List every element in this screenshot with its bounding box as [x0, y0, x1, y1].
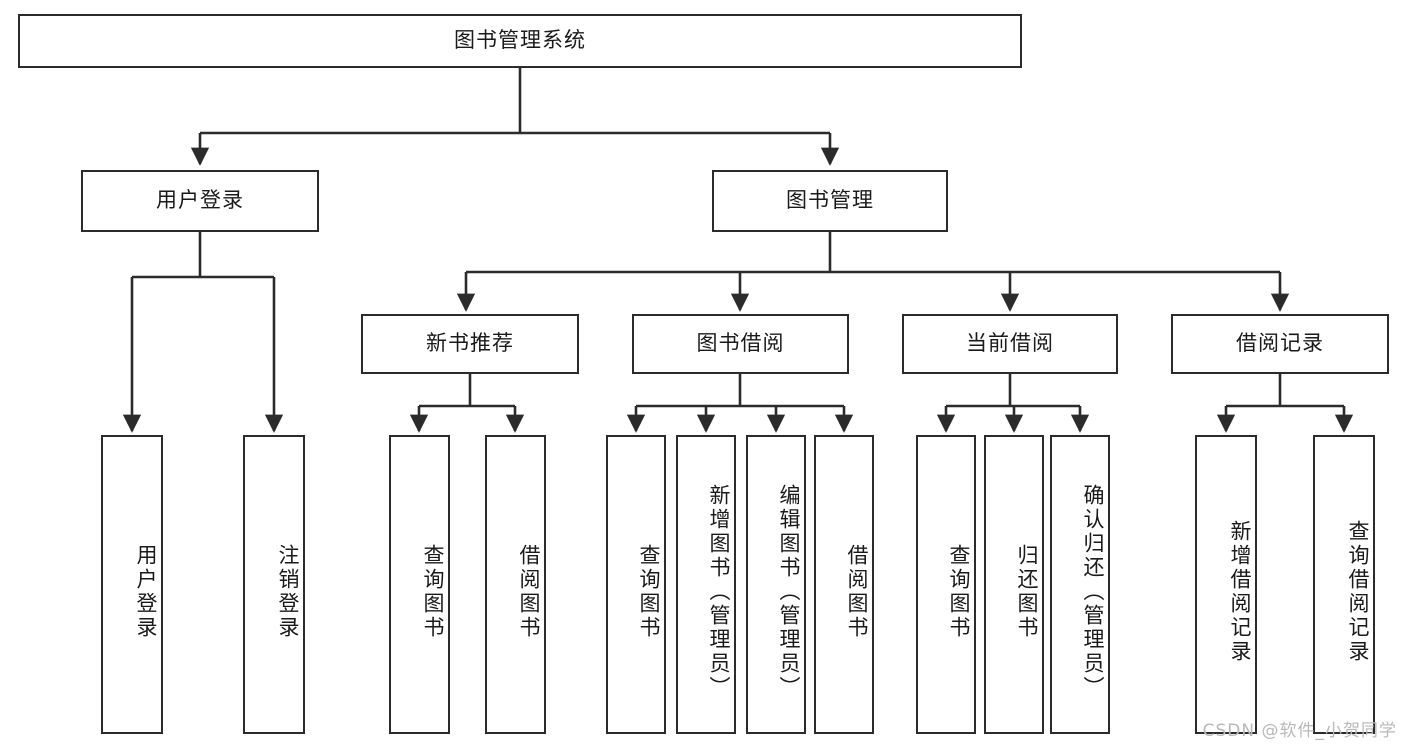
leaf-borrow-add-book-admin-label: 新增图书（管理员） [707, 483, 731, 700]
node-book-borrow-label: 图书借阅 [696, 331, 785, 356]
leaf-user-login-login-label: 用户登录 [134, 543, 158, 640]
leaf-records-add-record-label: 新增借阅记录 [1228, 519, 1252, 664]
leaf-new-books-borrow-label: 借阅图书 [517, 543, 541, 640]
node-book-borrow[interactable]: 图书借阅 [632, 314, 849, 374]
leaf-borrow-borrow-book[interactable]: 借阅图书 [814, 435, 874, 734]
leaf-borrow-edit-book-admin-label: 编辑图书（管理员） [777, 483, 801, 700]
node-root-label: 图书管理系统 [454, 28, 586, 53]
leaf-current-return-book[interactable]: 归还图书 [984, 435, 1044, 734]
leaf-user-login-login[interactable]: 用户登录 [101, 435, 163, 734]
leaf-current-confirm-return-admin-label: 确认归还（管理员） [1081, 483, 1105, 700]
node-current-borrow-label: 当前借阅 [966, 331, 1054, 356]
leaf-current-query-book[interactable]: 查询图书 [916, 435, 976, 734]
leaf-current-confirm-return-admin[interactable]: 确认归还（管理员） [1050, 435, 1110, 734]
csdn-watermark: CSDN @软件_小贺同学 [1202, 721, 1397, 741]
node-book-management[interactable]: 图书管理 [712, 170, 948, 232]
node-new-book-recommend[interactable]: 新书推荐 [361, 314, 579, 374]
leaf-borrow-borrow-book-label: 借阅图书 [845, 543, 869, 640]
node-current-borrow[interactable]: 当前借阅 [902, 314, 1118, 374]
node-borrow-records-label: 借阅记录 [1236, 331, 1324, 356]
leaf-records-add-record[interactable]: 新增借阅记录 [1195, 435, 1257, 734]
leaf-borrow-query-book-label: 查询图书 [637, 543, 661, 640]
leaf-current-return-book-label: 归还图书 [1015, 543, 1039, 640]
leaf-records-query-record[interactable]: 查询借阅记录 [1313, 435, 1375, 734]
node-root[interactable]: 图书管理系统 [18, 14, 1022, 68]
node-borrow-records[interactable]: 借阅记录 [1171, 314, 1389, 374]
leaf-new-books-query[interactable]: 查询图书 [389, 435, 450, 734]
leaf-user-login-logout[interactable]: 注销登录 [243, 435, 305, 734]
leaf-borrow-add-book-admin[interactable]: 新增图书（管理员） [676, 435, 736, 734]
leaf-records-query-record-label: 查询借阅记录 [1346, 519, 1370, 664]
node-book-management-label: 图书管理 [786, 188, 874, 213]
leaf-user-login-logout-label: 注销登录 [276, 543, 300, 640]
leaf-borrow-query-book[interactable]: 查询图书 [606, 435, 666, 734]
node-new-book-recommend-label: 新书推荐 [426, 331, 514, 356]
leaf-new-books-borrow[interactable]: 借阅图书 [485, 435, 546, 734]
node-user-login[interactable]: 用户登录 [81, 170, 319, 232]
leaf-current-query-book-label: 查询图书 [947, 543, 971, 640]
leaf-new-books-query-label: 查询图书 [421, 543, 445, 640]
leaf-borrow-edit-book-admin[interactable]: 编辑图书（管理员） [746, 435, 806, 734]
node-user-login-label: 用户登录 [156, 188, 244, 213]
